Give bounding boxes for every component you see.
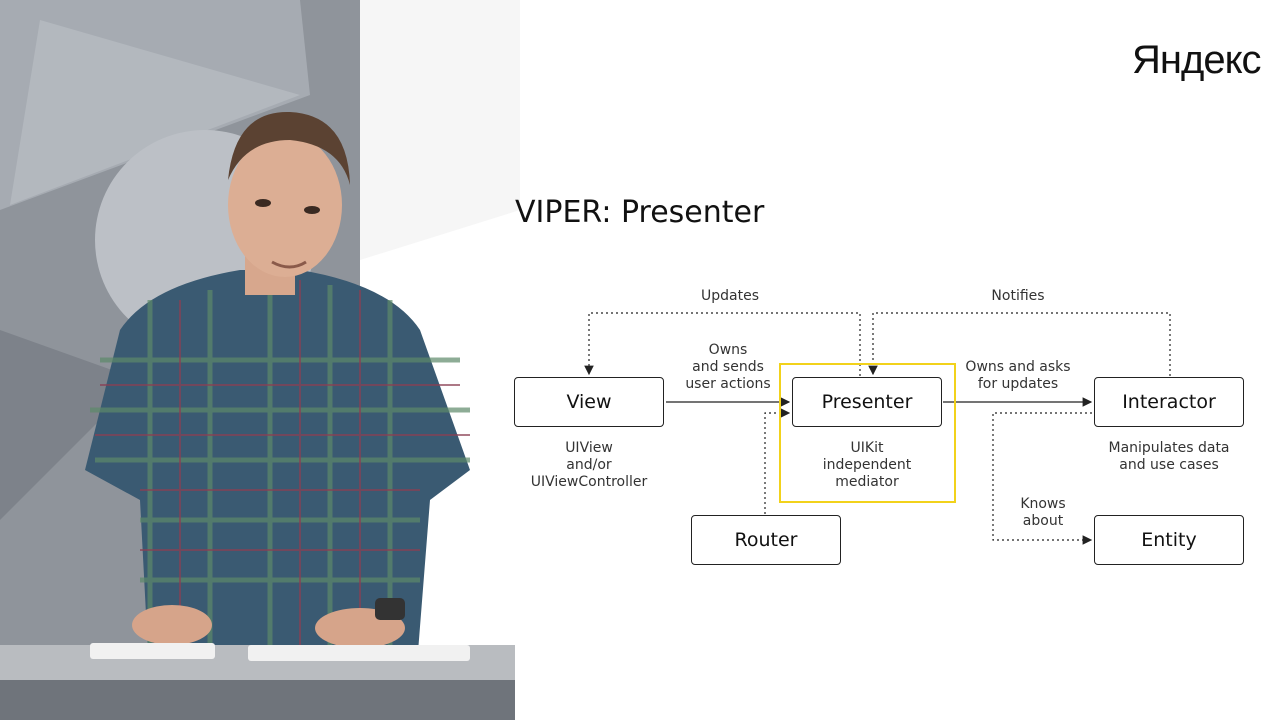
view-note: UIView and/or UIViewController bbox=[519, 440, 659, 491]
notifies-label: Notifies bbox=[991, 288, 1045, 304]
owns-sends-line-1: Owns bbox=[708, 342, 748, 358]
presenter-note-line-1: UIKit bbox=[850, 440, 884, 456]
owns-sends-line-2: and sends bbox=[692, 359, 764, 375]
presenter-note-line-2: independent bbox=[822, 457, 912, 473]
presenter-illustration bbox=[0, 0, 520, 720]
owns-asks-line-1: Owns and asks bbox=[965, 359, 1071, 375]
presenter-note: UIKit independent mediator bbox=[802, 440, 932, 491]
slide-title: VIPER: Presenter bbox=[515, 195, 765, 230]
knows-line-1: Knows bbox=[1020, 496, 1066, 512]
knows-about-label: Knows about bbox=[1003, 496, 1083, 530]
owns-sends-line-3: user actions bbox=[685, 376, 771, 392]
entity-box: Entity bbox=[1094, 515, 1244, 565]
yandex-logo: Яндекс bbox=[1132, 38, 1262, 82]
interactor-note-line-1: Manipulates data bbox=[1108, 440, 1230, 456]
view-note-line-2: and/or bbox=[566, 457, 612, 473]
presenter-box: Presenter bbox=[792, 377, 942, 427]
notifies-arrow bbox=[868, 312, 1171, 376]
view-note-line-1: UIView bbox=[565, 440, 613, 456]
owns-asks-label: Owns and asks for updates bbox=[958, 359, 1078, 393]
view-note-line-3: UIViewController bbox=[530, 474, 648, 490]
interactor-note-line-2: and use cases bbox=[1119, 457, 1219, 473]
owns-sends-label: Owns and sends user actions bbox=[678, 342, 778, 393]
owns-asks-line-2: for updates bbox=[977, 376, 1059, 392]
view-box: View bbox=[514, 377, 664, 427]
router-to-presenter-arrow bbox=[764, 408, 791, 514]
knows-about-arrow bbox=[992, 412, 1093, 545]
presenter-note-line-3: mediator bbox=[835, 474, 899, 490]
updates-label: Updates bbox=[701, 288, 759, 304]
updates-arrow bbox=[584, 312, 861, 376]
presenter-highlight bbox=[779, 363, 956, 503]
presenter-video bbox=[0, 0, 520, 720]
interactor-note: Manipulates data and use cases bbox=[1094, 440, 1244, 474]
router-box: Router bbox=[691, 515, 841, 565]
knows-line-2: about bbox=[1022, 513, 1064, 529]
interactor-box: Interactor bbox=[1094, 377, 1244, 427]
